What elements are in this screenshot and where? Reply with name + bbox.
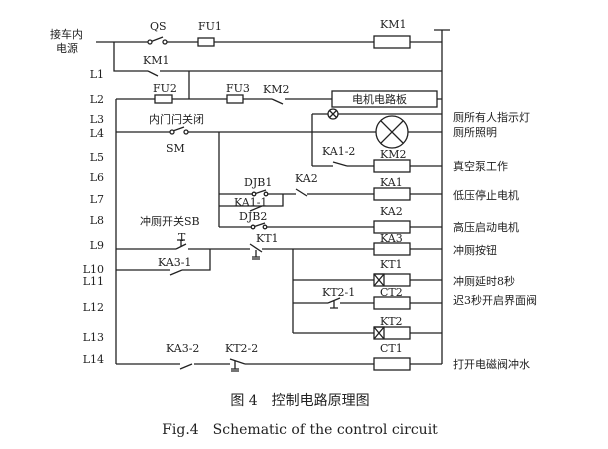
coils [331, 35, 438, 371]
ct2-coil [373, 296, 411, 310]
svg-text:KA1-2: KA1-2 [322, 145, 355, 158]
fuses [154, 37, 244, 104]
svg-text:DJB2: DJB2 [239, 210, 267, 223]
ct1-coil [373, 357, 411, 371]
svg-text:L9: L9 [90, 239, 104, 252]
svg-text:L4: L4 [90, 127, 104, 140]
svg-text:L6: L6 [90, 171, 104, 184]
svg-text:KA3: KA3 [380, 232, 403, 245]
svg-text:KA3-1: KA3-1 [158, 256, 191, 269]
svg-text:L7: L7 [90, 193, 104, 206]
svg-text:KM2: KM2 [263, 83, 289, 96]
svg-text:低压停止电机: 低压停止电机 [453, 188, 519, 202]
svg-text:FU2: FU2 [153, 82, 177, 95]
ka3-1-contact [169, 269, 183, 276]
svg-text:FU1: FU1 [198, 20, 222, 33]
kt2-2-contact [229, 358, 246, 372]
power-source-label: 电源 [56, 41, 78, 55]
svg-text:L12: L12 [83, 301, 104, 314]
svg-text:KT2-2: KT2-2 [225, 342, 258, 355]
svg-text:KA1-1: KA1-1 [234, 196, 267, 209]
svg-text:KM1: KM1 [143, 54, 169, 67]
svg-text:QS: QS [150, 20, 167, 33]
fu3-fuse [226, 94, 244, 104]
km1-contact [147, 70, 159, 77]
svg-text:L14: L14 [83, 353, 104, 366]
svg-text:内门闩关闭: 内门闩关闭 [149, 112, 204, 126]
svg-text:KT1: KT1 [256, 232, 279, 245]
wires [96, 29, 450, 365]
switches [147, 36, 348, 372]
ka3-coil [373, 242, 411, 256]
kt1-coil [373, 273, 411, 287]
caption-en: Fig.4 Schematic of the control circuit [162, 422, 438, 438]
power-source-label: 接车内 [50, 27, 83, 41]
svg-text:L5: L5 [90, 151, 104, 164]
svg-text:L1: L1 [90, 68, 104, 81]
fu2-fuse [154, 94, 173, 104]
svg-text:厕所照明: 厕所照明 [453, 126, 497, 139]
svg-text:KM2: KM2 [380, 148, 406, 161]
svg-text:L10: L10 [83, 263, 104, 276]
function-labels: 厕所有人指示灯 厕所照明 真空泵工作 低压停止电机 高压启动电机 冲厕按钮 冲厕… [453, 110, 537, 371]
svg-text:电机电路板: 电机电路板 [352, 92, 407, 106]
km2-coil [373, 159, 411, 173]
svg-text:L8: L8 [90, 214, 104, 227]
ka1-coil [373, 187, 411, 201]
km1-coil [373, 35, 411, 49]
ka1-2-contact [332, 161, 348, 167]
svg-text:冲厕延时8秒: 冲厕延时8秒 [453, 274, 515, 288]
ka1-1-contact [249, 205, 263, 212]
fu1-fuse [197, 37, 215, 47]
svg-text:CT1: CT1 [380, 342, 403, 355]
svg-text:KA2: KA2 [295, 172, 318, 185]
svg-text:高压启动电机: 高压启动电机 [453, 220, 519, 234]
svg-text:KA3-2: KA3-2 [166, 342, 199, 355]
ka2-coil [373, 220, 411, 234]
svg-text:打开电磁阀冲水: 打开电磁阀冲水 [453, 357, 530, 371]
line-labels: L1 L2 L3 L4 L5 L6 L7 L8 L9 L10 L11 L12 L… [83, 68, 104, 366]
svg-text:SM: SM [166, 142, 185, 155]
svg-text:KT2-1: KT2-1 [322, 286, 355, 299]
svg-text:KM1: KM1 [380, 18, 406, 31]
svg-text:KT1: KT1 [380, 258, 403, 271]
svg-text:KA2: KA2 [380, 205, 403, 218]
svg-text:CT2: CT2 [380, 286, 403, 299]
lamps [327, 108, 409, 149]
ka3-2-contact [179, 363, 193, 370]
svg-text:L11: L11 [83, 275, 104, 288]
svg-text:厕所有人指示灯: 厕所有人指示灯 [453, 110, 530, 124]
kt2-1-contact [327, 297, 341, 309]
ka2-contact [295, 188, 308, 197]
svg-text:KT2: KT2 [380, 315, 403, 328]
svg-text:迟3秒开启界面阀: 迟3秒开启界面阀 [453, 293, 537, 307]
svg-text:真空泵工作: 真空泵工作 [453, 159, 508, 173]
svg-text:冲厕开关SB: 冲厕开关SB [140, 214, 200, 228]
svg-text:L3: L3 [90, 113, 104, 126]
km2-contact [271, 98, 284, 105]
svg-text:冲厕按钮: 冲厕按钮 [453, 243, 497, 257]
svg-text:KA1: KA1 [380, 176, 403, 189]
caption-cn: 图 4 控制电路原理图 [230, 393, 369, 409]
labels: 接车内 电源 QS FU1 KM1 KM1 FU2 FU3 KM2 电机电路板 … [50, 18, 407, 355]
motor-board-box [331, 90, 438, 108]
svg-text:FU3: FU3 [226, 82, 250, 95]
svg-text:L13: L13 [83, 331, 104, 344]
svg-text:L2: L2 [90, 93, 104, 106]
kt2-coil [373, 326, 411, 340]
svg-text:DJB1: DJB1 [244, 176, 272, 189]
kt1-contact [249, 243, 263, 260]
svg-text:T: T [178, 231, 186, 244]
sb-switch [175, 239, 187, 250]
